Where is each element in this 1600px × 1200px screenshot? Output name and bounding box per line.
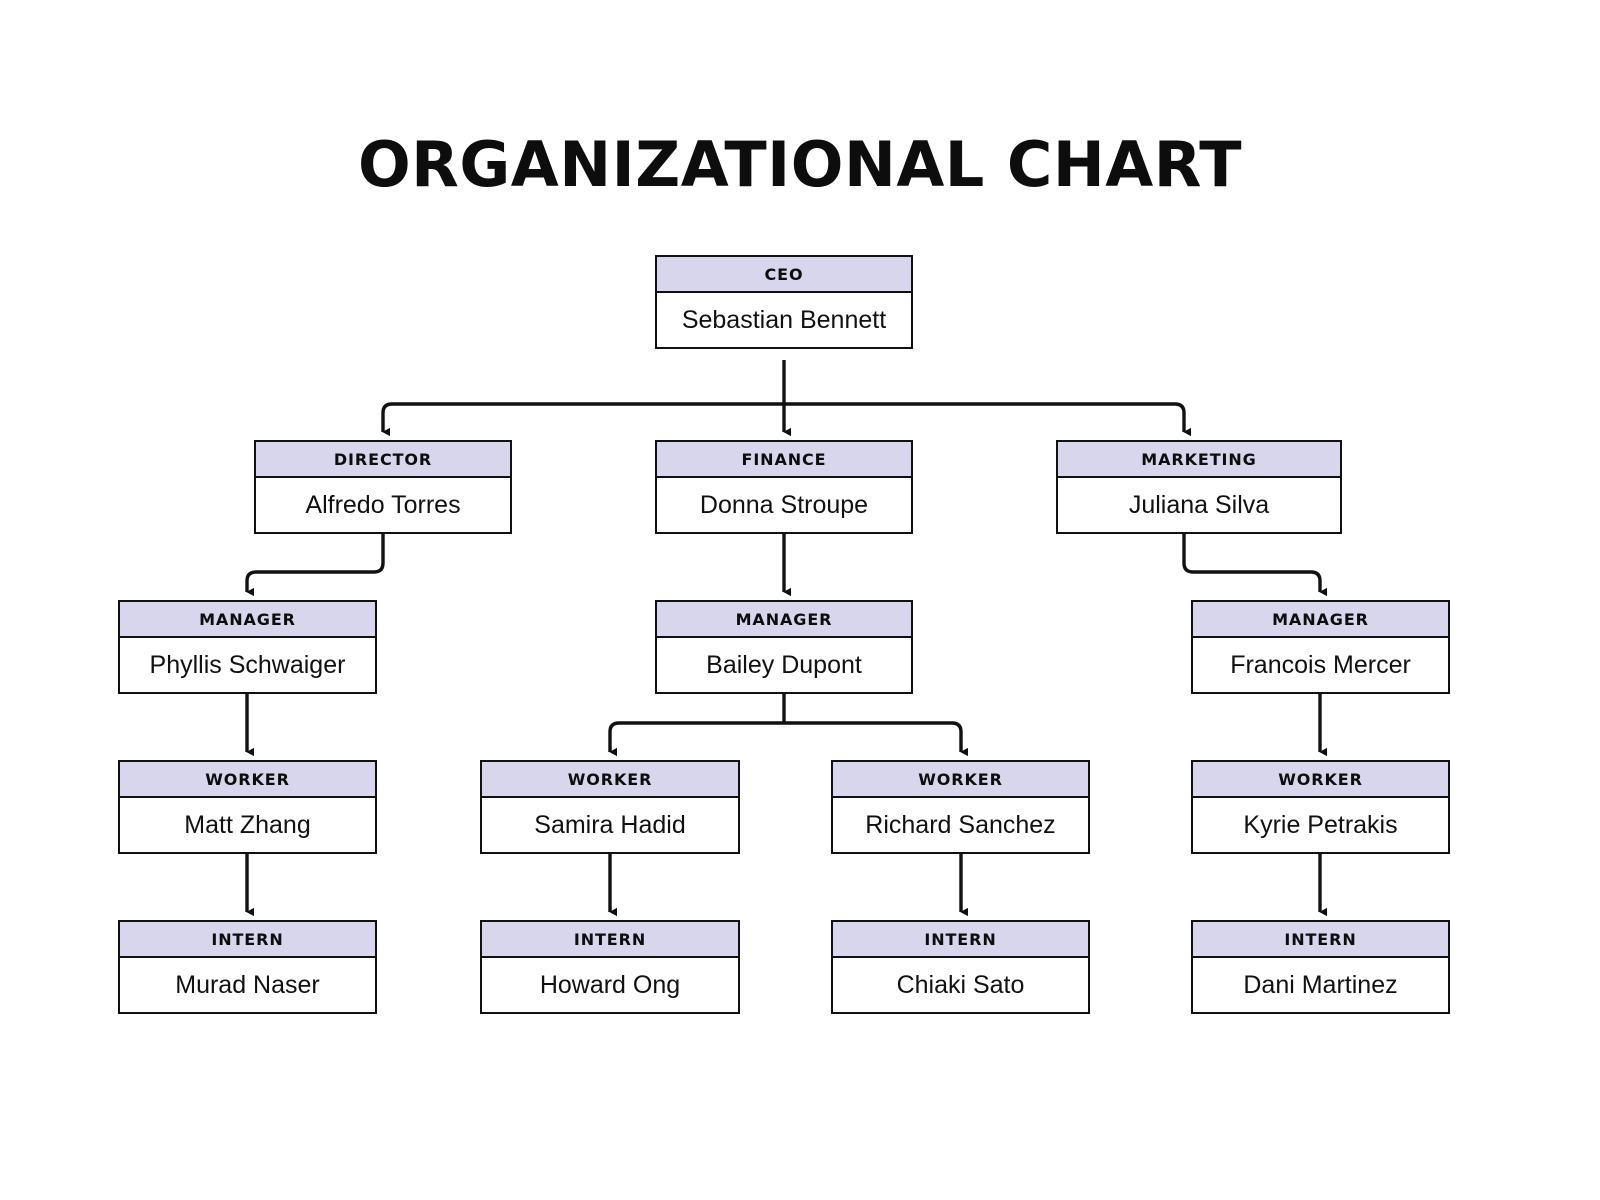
node-intern-3-name: Chiaki Sato — [833, 958, 1088, 1012]
node-manager-1-name: Phyllis Schwaiger — [120, 638, 375, 692]
node-worker-1-role: WORKER — [120, 762, 375, 798]
node-manager-3[interactable]: MANAGER Francois Mercer — [1191, 600, 1450, 694]
node-director[interactable]: DIRECTOR Alfredo Torres — [254, 440, 512, 534]
node-intern-3-role: INTERN — [833, 922, 1088, 958]
node-intern-1-role: INTERN — [120, 922, 375, 958]
node-intern-4-name: Dani Martinez — [1193, 958, 1448, 1012]
node-ceo-name: Sebastian Bennett — [657, 293, 911, 347]
connector-marketing-to-manager3 — [1182, 534, 1327, 597]
node-intern-4-role: INTERN — [1193, 922, 1448, 958]
node-worker-1-name: Matt Zhang — [120, 798, 375, 852]
node-worker-4-role: WORKER — [1193, 762, 1448, 798]
node-manager-1[interactable]: MANAGER Phyllis Schwaiger — [118, 600, 377, 694]
connector-manager2-to-worker2 — [608, 721, 784, 757]
node-worker-3[interactable]: WORKER Richard Sanchez — [831, 760, 1090, 854]
connector-ceo-to-marketing — [784, 402, 1191, 437]
node-worker-1[interactable]: WORKER Matt Zhang — [118, 760, 377, 854]
connector-manager2-to-worker3 — [784, 721, 968, 757]
node-worker-4-name: Kyrie Petrakis — [1193, 798, 1448, 852]
node-intern-1[interactable]: INTERN Murad Naser — [118, 920, 377, 1014]
node-director-name: Alfredo Torres — [256, 478, 510, 532]
node-manager-1-role: MANAGER — [120, 602, 375, 638]
node-intern-4[interactable]: INTERN Dani Martinez — [1191, 920, 1450, 1014]
node-manager-3-name: Francois Mercer — [1193, 638, 1448, 692]
node-ceo-role: CEO — [657, 257, 911, 293]
node-marketing-name: Juliana Silva — [1058, 478, 1340, 532]
node-worker-2-role: WORKER — [482, 762, 738, 798]
node-worker-3-name: Richard Sanchez — [833, 798, 1088, 852]
node-worker-2[interactable]: WORKER Samira Hadid — [480, 760, 740, 854]
node-ceo[interactable]: CEO Sebastian Bennett — [655, 255, 913, 349]
node-finance-name: Donna Stroupe — [657, 478, 911, 532]
node-worker-3-role: WORKER — [833, 762, 1088, 798]
connector-ceo-to-director — [381, 402, 784, 437]
node-marketing[interactable]: MARKETING Juliana Silva — [1056, 440, 1342, 534]
node-worker-4[interactable]: WORKER Kyrie Petrakis — [1191, 760, 1450, 854]
node-director-role: DIRECTOR — [256, 442, 510, 478]
connector-director-to-manager1 — [245, 534, 385, 597]
node-finance[interactable]: FINANCE Donna Stroupe — [655, 440, 913, 534]
node-intern-3[interactable]: INTERN Chiaki Sato — [831, 920, 1090, 1014]
node-manager-2[interactable]: MANAGER Bailey Dupont — [655, 600, 913, 694]
node-manager-3-role: MANAGER — [1193, 602, 1448, 638]
node-worker-2-name: Samira Hadid — [482, 798, 738, 852]
node-intern-2[interactable]: INTERN Howard Ong — [480, 920, 740, 1014]
node-intern-2-role: INTERN — [482, 922, 738, 958]
node-intern-2-name: Howard Ong — [482, 958, 738, 1012]
node-marketing-role: MARKETING — [1058, 442, 1340, 478]
node-finance-role: FINANCE — [657, 442, 911, 478]
node-manager-2-role: MANAGER — [657, 602, 911, 638]
page-title: ORGANIZATIONAL CHART — [357, 128, 1243, 201]
node-manager-2-name: Bailey Dupont — [657, 638, 911, 692]
node-intern-1-name: Murad Naser — [120, 958, 375, 1012]
